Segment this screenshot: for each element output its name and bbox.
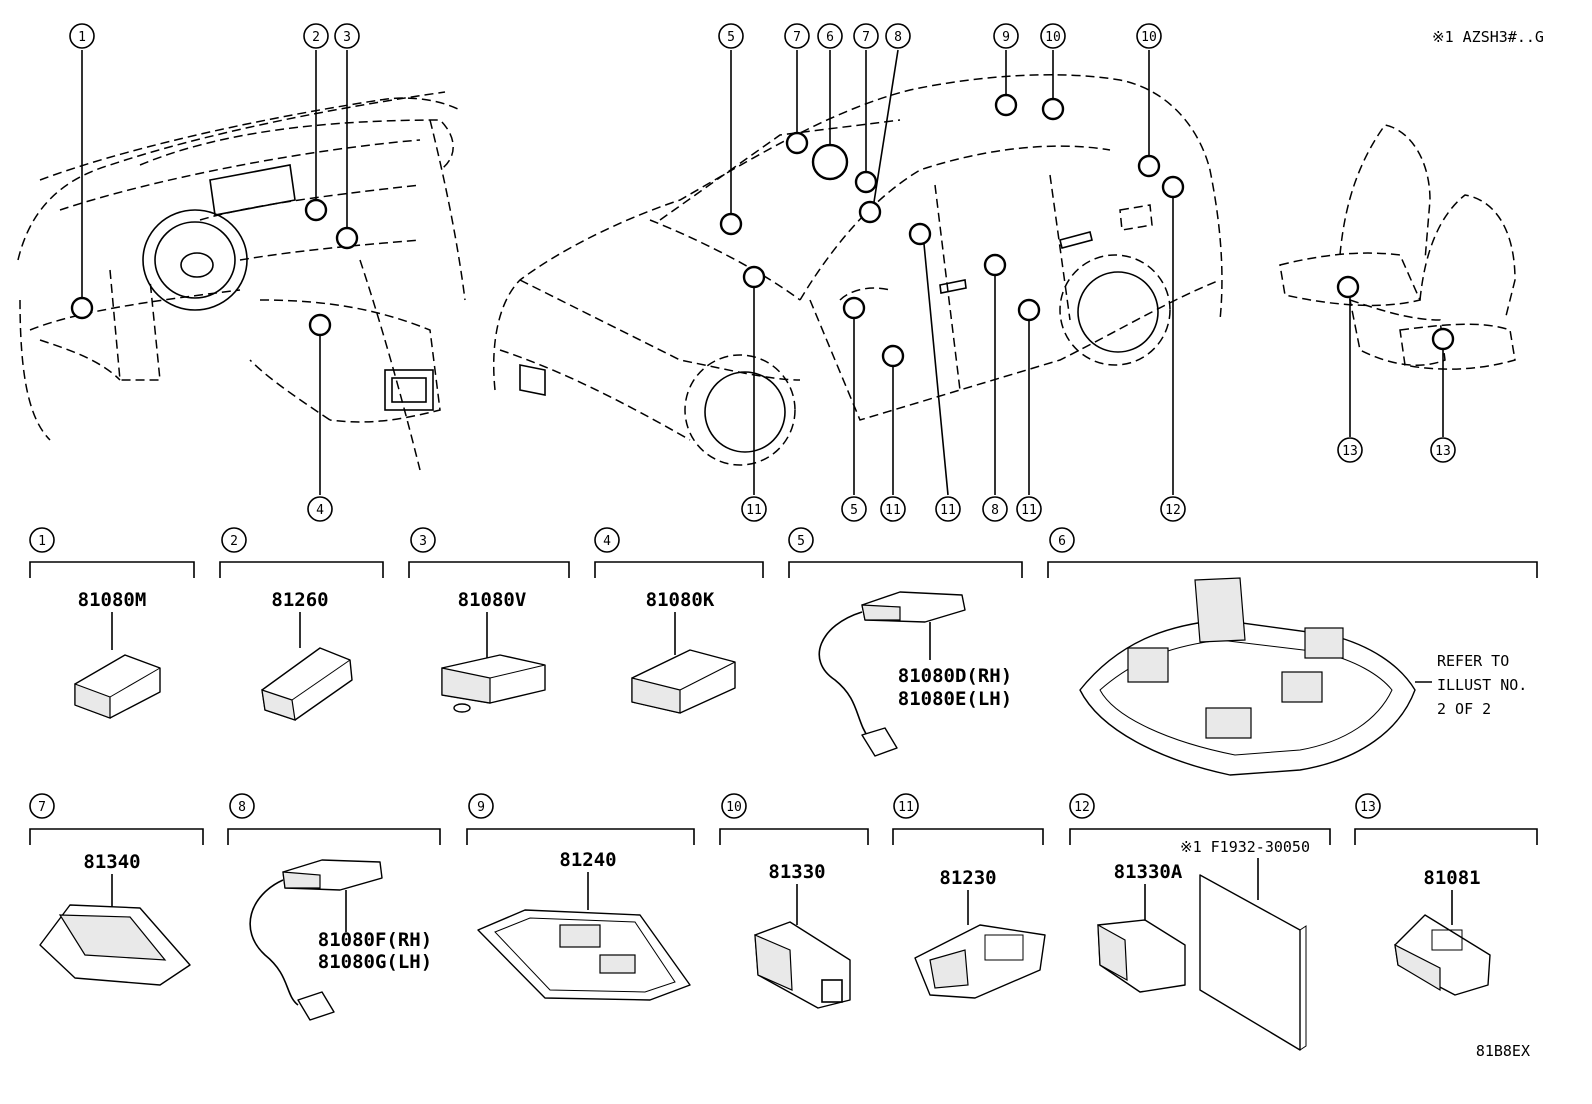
part-index-11: 11 [898, 800, 914, 815]
part-panel-12: 12 81330A ※1 F1932-30050 [1069, 793, 1331, 1051]
part-panel-11: 11 81230 [892, 793, 1046, 999]
callout-vehicle-5-top: 5 [727, 30, 735, 45]
part-panel-9: 9 81240 [466, 793, 695, 1001]
part-panel-3: 3 81080V [408, 527, 570, 713]
part-index-5: 5 [797, 534, 805, 549]
part-number-5-rh: 81080D(RH) [898, 665, 1012, 687]
part-6-note-line-3: 2 OF 2 [1437, 700, 1491, 718]
part-index-4: 4 [603, 534, 611, 549]
overview-callouts: 1 2 3 4 5 7 6 7 8 9 10 10 11 5 11 11 8 1… [69, 23, 1456, 522]
part-panel-13: 13 81081 [1354, 793, 1538, 996]
leader-lines [81, 49, 1444, 496]
callout-vehicle-10-left: 10 [1045, 30, 1061, 45]
callout-vehicle-7-top-right: 7 [862, 30, 870, 45]
part-index-13: 13 [1360, 800, 1376, 815]
vehicle-illustration [492, 74, 1223, 466]
part-panel-5: 5 81080D(RH) 81080E(LH) [788, 527, 1023, 757]
variant-note: ※1 AZSH3#..G [1432, 28, 1544, 46]
part-index-7: 7 [38, 800, 46, 815]
part-panel-4: 4 81080K [594, 527, 764, 714]
part-panel-1: 1 81080M [29, 527, 195, 719]
callout-dash-1: 1 [78, 30, 86, 45]
part-index-8: 8 [238, 800, 246, 815]
callout-seat-13-right: 13 [1435, 444, 1451, 459]
part-number-10: 81330 [768, 861, 825, 883]
callout-vehicle-5-bottom: 5 [850, 503, 858, 518]
part-6-note-line-2: ILLUST NO. [1437, 676, 1527, 694]
part-index-3: 3 [419, 534, 427, 549]
callout-dash-3: 3 [343, 30, 351, 45]
part-number-11: 81230 [939, 867, 996, 889]
part-number-4: 81080K [646, 589, 715, 611]
part-number-2: 81260 [271, 589, 328, 611]
diagram-code: 81B8EX [1476, 1042, 1530, 1060]
callout-vehicle-10-right: 10 [1141, 30, 1157, 45]
part-panel-8: 8 81080F(RH) 81080G(LH) [227, 793, 441, 1021]
part-index-10: 10 [726, 800, 742, 815]
part-number-9: 81240 [559, 849, 616, 871]
part-6-note-line-1: REFER TO [1437, 652, 1509, 670]
part-number-5-lh: 81080E(LH) [898, 688, 1012, 710]
part-number-8-rh: 81080F(RH) [318, 929, 432, 951]
part-panel-10: 10 81330 [719, 793, 869, 1009]
part-index-6: 6 [1058, 534, 1066, 549]
callout-vehicle-9: 9 [1002, 30, 1010, 45]
location-markers [70, 93, 1455, 368]
callout-dash-4: 4 [316, 503, 324, 518]
dashboard-illustration [17, 91, 466, 471]
part-index-9: 9 [477, 800, 485, 815]
callout-vehicle-11-a: 11 [746, 503, 762, 518]
callout-seat-13-left: 13 [1342, 444, 1358, 459]
callout-vehicle-11-c: 11 [940, 503, 956, 518]
part-number-12: 81330A [1114, 861, 1183, 883]
callout-vehicle-11-d: 11 [1021, 503, 1037, 518]
part-number-3: 81080V [458, 589, 527, 611]
part-panel-6: 6 REFER TO ILLUST NO. 2 OF 2 [1047, 527, 1538, 776]
part-number-1: 81080M [78, 589, 147, 611]
callout-dash-2: 2 [312, 30, 320, 45]
callout-vehicle-7-top-left: 7 [793, 30, 801, 45]
callout-vehicle-11-b: 11 [885, 503, 901, 518]
callout-vehicle-8-top: 8 [894, 30, 902, 45]
callout-vehicle-8-bottom: 8 [991, 503, 999, 518]
seats-illustration [1279, 124, 1516, 370]
part-number-13: 81081 [1423, 867, 1480, 889]
part-index-2: 2 [230, 534, 238, 549]
part-index-12: 12 [1074, 800, 1090, 815]
callout-vehicle-6: 6 [826, 30, 834, 45]
callout-vehicle-12: 12 [1165, 503, 1181, 518]
part-panel-2: 2 81260 [219, 527, 384, 721]
part-index-1: 1 [38, 534, 46, 549]
part-number-7: 81340 [83, 851, 140, 873]
part-12-extra-part: ※1 F1932-30050 [1180, 838, 1310, 856]
part-number-8-lh: 81080G(LH) [318, 951, 432, 973]
part-panel-7: 7 81340 [29, 793, 204, 986]
